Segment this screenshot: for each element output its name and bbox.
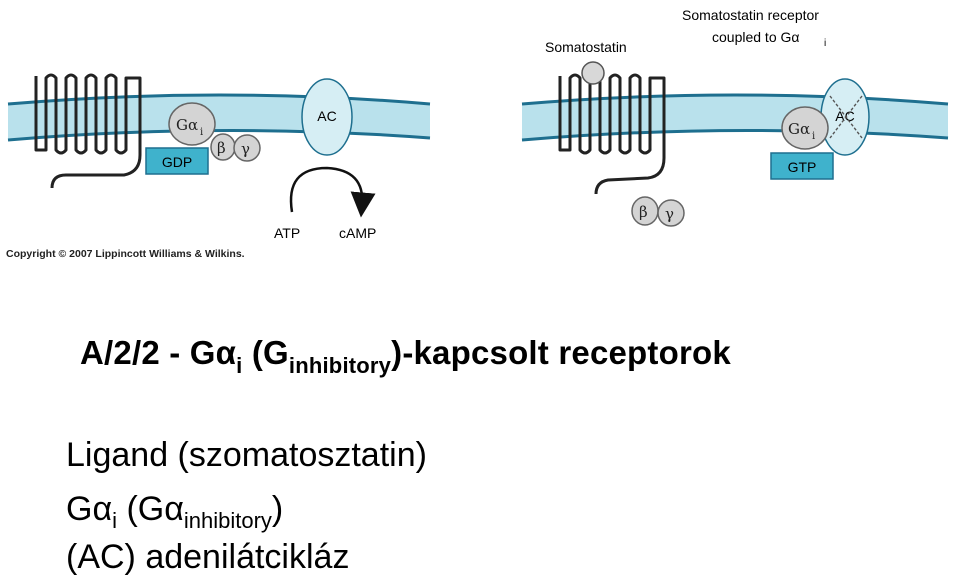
receptor-label-sub: i: [824, 38, 826, 49]
left-panel: Gα i β γ GDP AC ATP cAMP Copyright © 200…: [6, 73, 431, 260]
left-g-alpha-label: Gα: [176, 116, 198, 134]
title-prefix: A/2/2 - Gα: [80, 334, 237, 371]
right-g-alpha: [781, 106, 829, 150]
right-beta-label: β: [639, 203, 648, 221]
camp-label: cAMP: [339, 225, 376, 241]
receptor-label-line1: Somatostatin receptor: [682, 7, 819, 23]
galpha-sub: i: [112, 508, 117, 533]
right-g-alpha-sub: i: [812, 131, 815, 142]
galpha-line: Gαi (Gαinhibitory): [66, 490, 284, 532]
right-gamma-label: γ: [665, 205, 674, 223]
left-ac-label: AC: [317, 108, 336, 124]
ac-line: (AC) adenilátcikláz: [66, 538, 350, 576]
galpha-end: ): [271, 490, 284, 528]
receptor-label-line2: coupled to Gα: [712, 29, 799, 45]
title-paren-open: (G: [242, 334, 289, 371]
somatostatin-ligand: [581, 61, 605, 85]
signaling-diagram: Gα i β γ GDP AC ATP cAMP Copyright © 200…: [6, 7, 949, 260]
title-suffix: )-kapcsolt receptorok: [391, 334, 731, 371]
right-gtp-label: GTP: [788, 159, 817, 175]
right-gtp-box: [770, 152, 834, 180]
left-ac: [301, 78, 353, 156]
left-gamma-label: γ: [241, 140, 250, 158]
left-gamma-subunit: [233, 134, 261, 162]
title-sub-i: i: [236, 353, 243, 378]
left-gdp-box: [145, 147, 209, 175]
galpha-mid: (Gα: [117, 490, 184, 528]
ligand-line: Ligand (szomatosztatin): [66, 436, 427, 474]
right-panel: Somatostatin Somatostatin receptor coupl…: [521, 7, 949, 227]
left-g-alpha-sub: i: [200, 127, 203, 138]
right-receptor: [558, 73, 666, 195]
atp-to-camp-arrow: [289, 166, 376, 218]
somatostatin-label: Somatostatin: [545, 39, 627, 55]
ac-inhibited-cross: [829, 95, 863, 139]
galpha-sub2: inhibitory: [183, 508, 272, 533]
galpha-prefix: Gα: [66, 490, 113, 528]
slide-title: A/2/2 - Gαi (Ginhibitory)-kapcsolt recep…: [80, 334, 731, 377]
left-g-alpha: [168, 102, 216, 146]
right-g-alpha-label: Gα: [788, 120, 810, 138]
atp-label: ATP: [274, 225, 300, 241]
left-receptor: [34, 73, 142, 189]
right-gamma-subunit: [657, 199, 685, 227]
left-beta-label: β: [217, 139, 226, 157]
copyright-text: Copyright © 2007 Lippincott Williams & W…: [6, 248, 245, 260]
left-gdp-label: GDP: [162, 154, 192, 170]
title-sub-inhibitory: inhibitory: [288, 353, 392, 378]
